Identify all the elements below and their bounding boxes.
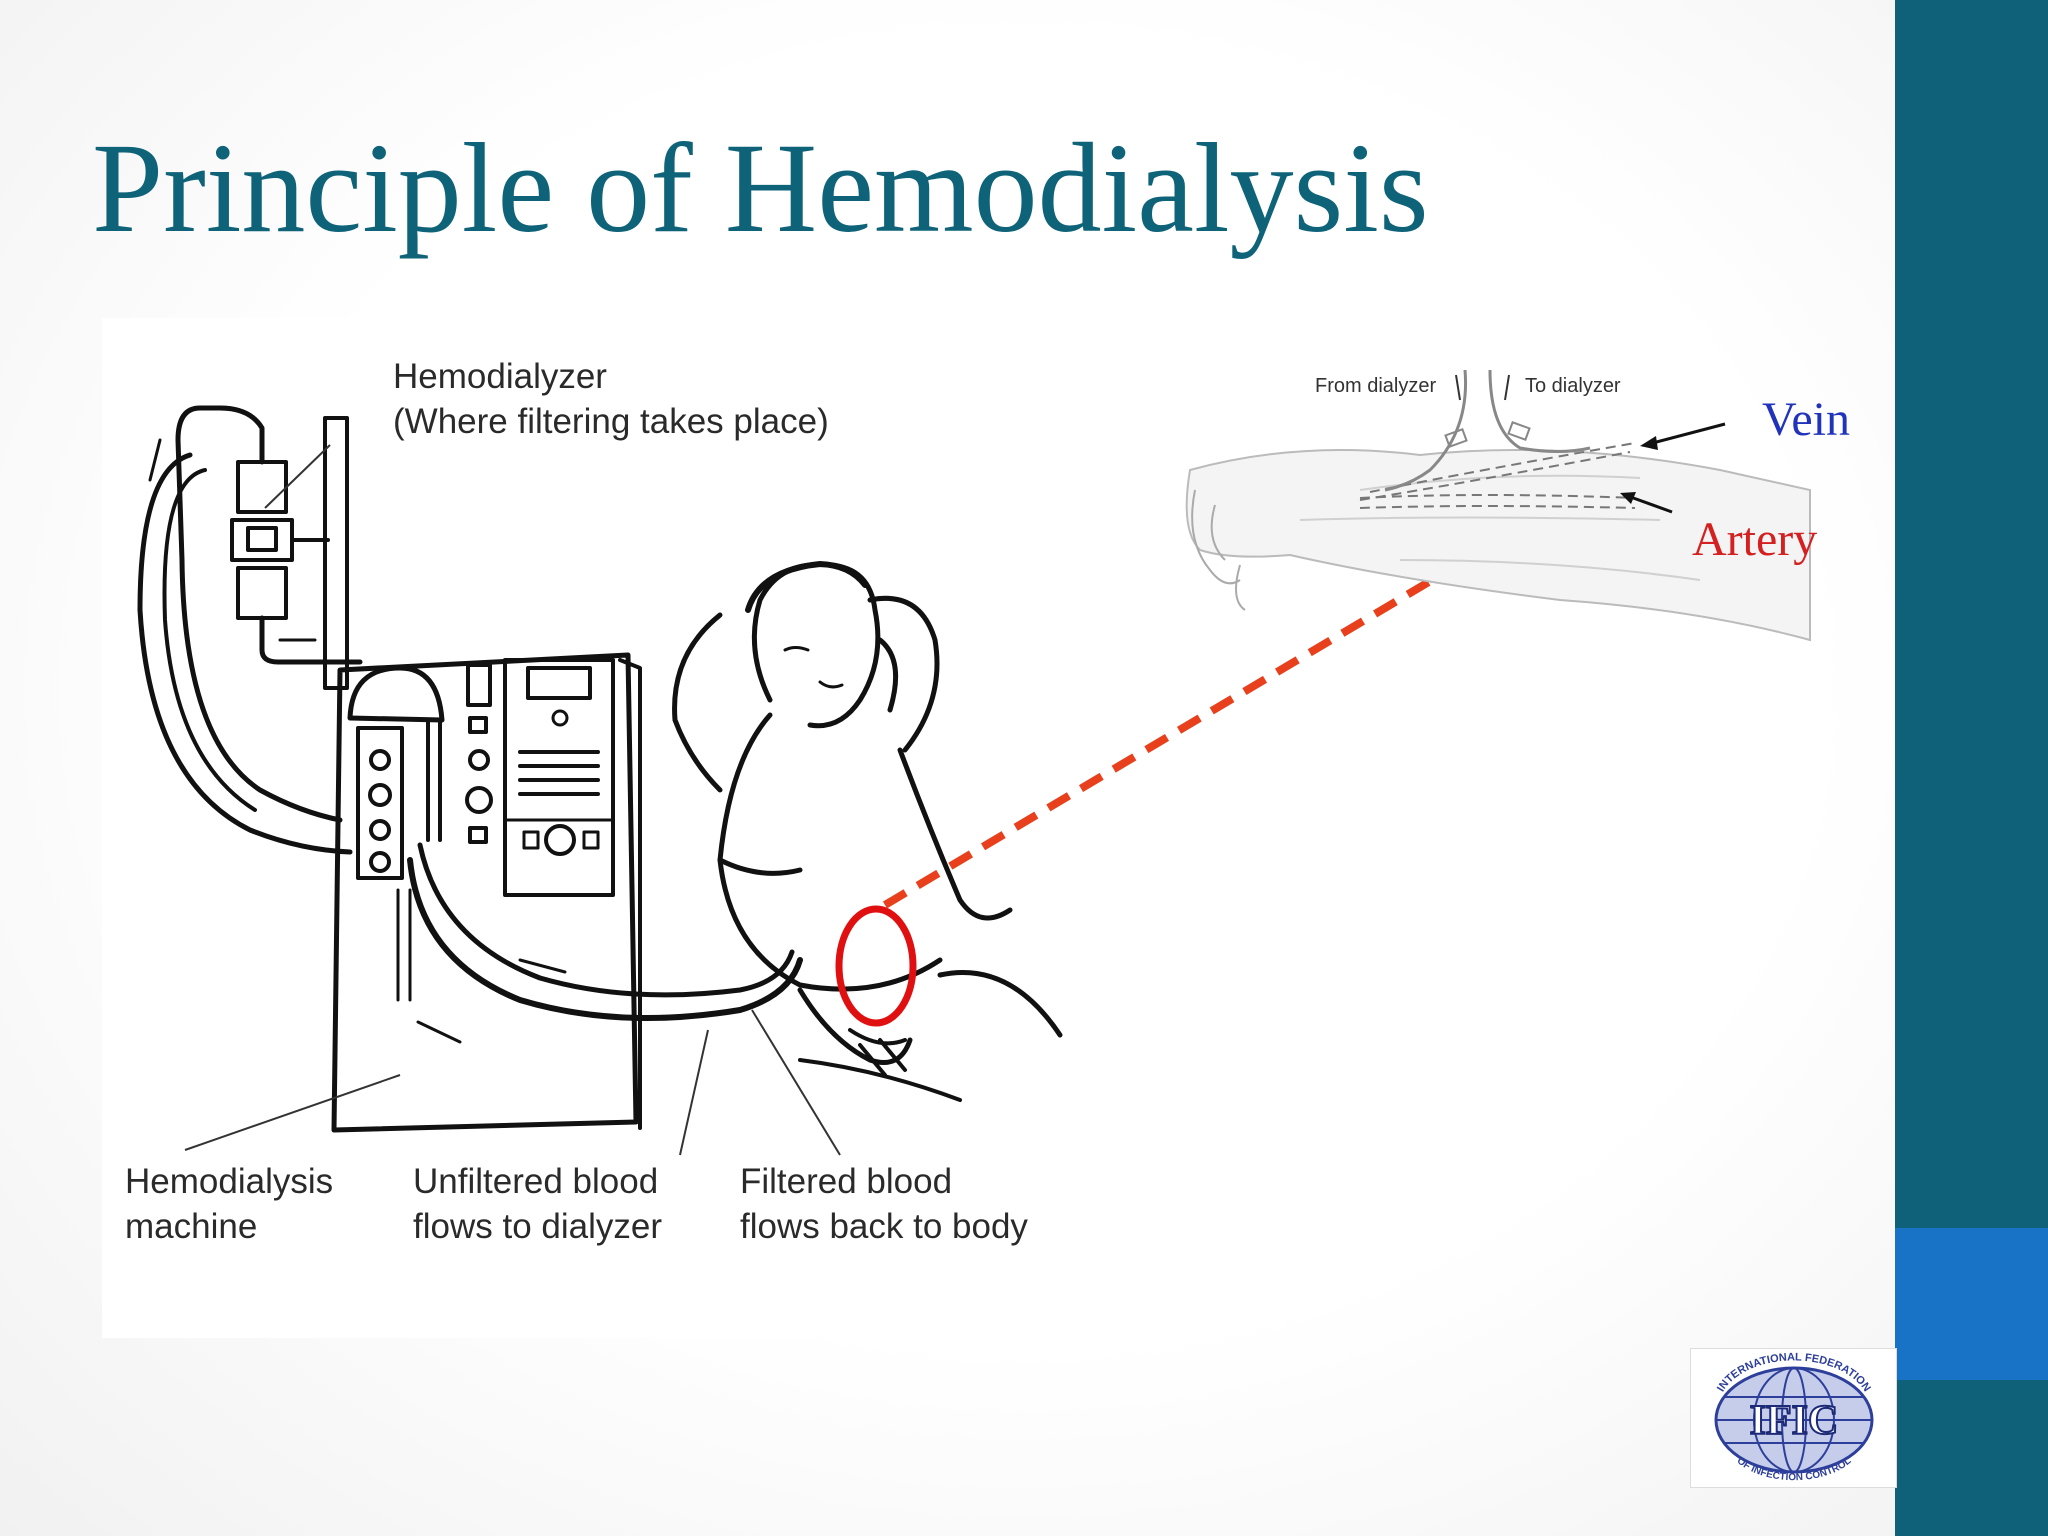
label-hemodialyzer: Hemodialyzer [393,357,607,396]
access-site-highlight [835,905,917,1027]
label-unfiltered-line1: Unfiltered blood [413,1162,658,1201]
patient-drawing [672,561,1063,1102]
label-filtered-line1: Filtered blood [740,1162,952,1201]
label-to-dialyzer: To dialyzer [1525,375,1621,397]
sidebar-accent-block [1895,1228,2048,1380]
label-from-dialyzer: From dialyzer [1315,375,1436,397]
label-hemodialyzer-note: (Where filtering takes place) [393,402,829,441]
slide-title: Principle of Hemodialysis [92,117,1429,259]
leader-unfiltered [679,1029,709,1156]
label-machine-line2: machine [125,1207,257,1246]
arm-detail-drawing [1185,369,1811,642]
leader-hemodialyzer [264,444,331,509]
label-filtered-line2: flows back to body [740,1207,1028,1246]
ific-globe-icon: INTERNATIONAL FEDERATION OF INFECTION CO… [1714,1351,1874,1483]
label-artery: Artery [1692,513,1817,566]
leader-filtered [751,1009,841,1156]
illustration-panel [102,318,1142,1338]
logo-text: IFIC [1750,1398,1839,1444]
leader-machine [184,1074,401,1151]
label-unfiltered-line2: flows to dialyzer [413,1207,662,1246]
ific-logo: INTERNATIONAL FEDERATION OF INFECTION CO… [1690,1348,1897,1488]
label-vein: Vein [1762,393,1850,446]
label-machine-line1: Hemodialysis [125,1162,333,1201]
